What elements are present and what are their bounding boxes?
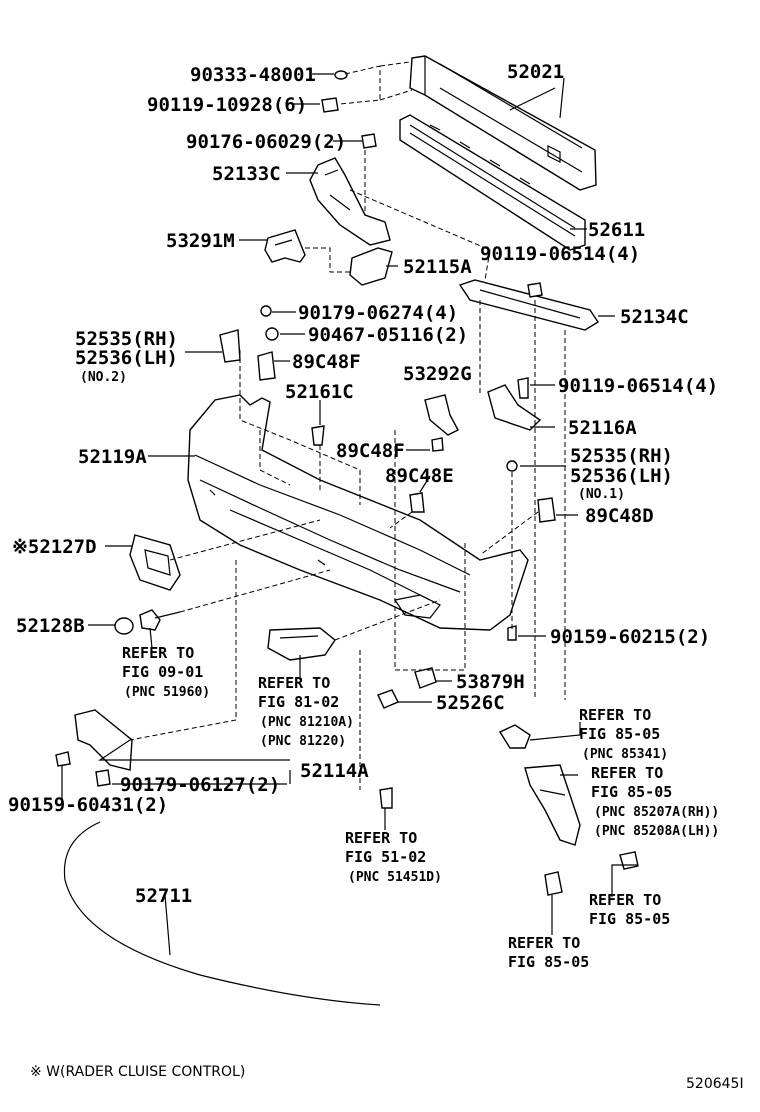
part-label-52535-rh-2: 52535(RH) bbox=[570, 445, 673, 467]
ref-8505a-line1: REFER TO bbox=[579, 706, 651, 724]
part-label-90467-05116: 90467-05116(2) bbox=[308, 324, 468, 346]
part-label-no1: (NO.1) bbox=[578, 487, 625, 502]
part-label-89C48F-mid: 89C48F bbox=[336, 440, 405, 462]
part-label-53291M: 53291M bbox=[166, 230, 235, 252]
ref-5102-line3: (PNC 51451D) bbox=[348, 870, 442, 885]
part-52114A bbox=[74, 709, 133, 771]
part-label-89C48E: 89C48E bbox=[385, 465, 454, 487]
ref-8102-line1: REFER TO bbox=[258, 674, 330, 692]
ref-0901-line2: FIG 09-01 bbox=[122, 663, 203, 681]
part-53879H bbox=[414, 667, 437, 689]
fasteners bbox=[55, 70, 556, 809]
part-52127D bbox=[129, 534, 181, 591]
part-label-52133C: 52133C bbox=[212, 163, 281, 185]
part-label-89C48F-top: 89C48F bbox=[292, 351, 361, 373]
ref-8505a-line2: FIG 85-05 bbox=[579, 725, 660, 743]
part-53292G bbox=[424, 394, 459, 436]
ref-8505a-line3: (PNC 85341) bbox=[582, 747, 668, 762]
part-label-90176-06029: 90176-06029(2) bbox=[186, 131, 346, 153]
part-label-90159-60215: 90159-60215(2) bbox=[550, 626, 710, 648]
part-label-52119A: 52119A bbox=[78, 446, 147, 468]
ref-0901-line1: REFER TO bbox=[122, 644, 194, 662]
part-label-52711: 52711 bbox=[135, 885, 192, 907]
ref-5102-line1: REFER TO bbox=[345, 829, 417, 847]
ref-0901-line3: (PNC 51960) bbox=[124, 685, 210, 700]
part-label-53879H: 53879H bbox=[456, 671, 525, 693]
ref-8505b-line3: (PNC 85207A(RH)) bbox=[594, 805, 719, 820]
part-label-no2: (NO.2) bbox=[80, 370, 127, 385]
part-53291M bbox=[264, 229, 306, 263]
part-washer-nozzle bbox=[498, 724, 531, 749]
part-label-52611: 52611 bbox=[588, 219, 645, 241]
footnote: ※ W(RADER CLUISE CONTROL) bbox=[30, 1064, 245, 1080]
part-52021-reinforcement bbox=[409, 55, 597, 191]
ref-8505c-line1: REFER TO bbox=[589, 891, 661, 909]
leader-lines bbox=[61, 73, 638, 956]
ref-8102-line2: FIG 81-02 bbox=[258, 693, 339, 711]
ref-5102-line2: FIG 51-02 bbox=[345, 848, 426, 866]
part-label-52535-rh: 52535(RH) bbox=[75, 328, 178, 350]
part-cleaner-bracket bbox=[524, 764, 581, 846]
part-label-89C48D: 89C48D bbox=[585, 505, 654, 527]
part-label-52128B: 52128B bbox=[16, 615, 85, 637]
part-label-90179-06127: 90179-06127(2) bbox=[120, 774, 280, 796]
ref-8505b-line2: FIG 85-05 bbox=[591, 783, 672, 801]
part-label-52114A: 52114A bbox=[300, 760, 369, 782]
part-label-90179-06274: 90179-06274(4) bbox=[298, 302, 458, 324]
dashed-lines bbox=[129, 61, 566, 790]
part-clip bbox=[544, 851, 639, 896]
part-label-52526C: 52526C bbox=[436, 692, 505, 714]
part-52134C bbox=[458, 279, 599, 331]
part-label-90159-60431: 90159-60431(2) bbox=[8, 794, 168, 816]
ref-8505d-line2: FIG 85-05 bbox=[508, 953, 589, 971]
part-label-90119-06514-mid: 90119-06514(4) bbox=[558, 375, 718, 397]
part-label-52134C: 52134C bbox=[620, 306, 689, 328]
part-52526C bbox=[377, 689, 399, 709]
part-label-52161C: 52161C bbox=[285, 381, 354, 403]
part-52119A-bumper-cover bbox=[187, 394, 529, 631]
part-label-52115A: 52115A bbox=[403, 256, 472, 278]
ref-8102-line4: (PNC 81220) bbox=[260, 734, 346, 749]
part-52133C-bracket bbox=[309, 157, 391, 246]
part-label-52127D: ※52127D bbox=[12, 536, 97, 558]
ref-8505b-line4: (PNC 85208A(LH)) bbox=[594, 824, 719, 839]
part-label-90119-06514-top: 90119-06514(4) bbox=[480, 243, 640, 265]
ref-8102-line3: (PNC 81210A) bbox=[260, 715, 354, 730]
ref-8505c-line2: FIG 85-05 bbox=[589, 910, 670, 928]
part-label-90333-48001: 90333-48001 bbox=[190, 64, 316, 86]
part-label-53292G: 53292G bbox=[403, 363, 472, 385]
reference-notes: REFER TO FIG 09-01 (PNC 51960) REFER TO … bbox=[122, 644, 719, 971]
part-label-90119-10928: 90119-10928(6) bbox=[147, 94, 307, 116]
part-52711-weatherstrip bbox=[63, 821, 381, 1006]
ref-8505d-line1: REFER TO bbox=[508, 934, 580, 952]
part-label-52116A: 52116A bbox=[568, 417, 637, 439]
part-52116A bbox=[487, 384, 542, 431]
part-label-52536-lh: 52536(LH) bbox=[75, 347, 178, 369]
part-52128B bbox=[114, 609, 181, 635]
part-labels: 90333-48001 90119-10928(6) 52021 90176-0… bbox=[8, 61, 718, 907]
part-52115A bbox=[349, 247, 393, 286]
part-52611-absorber bbox=[399, 114, 586, 251]
part-fog-lamp bbox=[267, 627, 336, 661]
figure-code: 520645I bbox=[686, 1076, 744, 1092]
ref-8505b-line1: REFER TO bbox=[591, 764, 663, 782]
part-label-52536-lh-2: 52536(LH) bbox=[570, 465, 673, 487]
part-label-52021: 52021 bbox=[507, 61, 564, 83]
